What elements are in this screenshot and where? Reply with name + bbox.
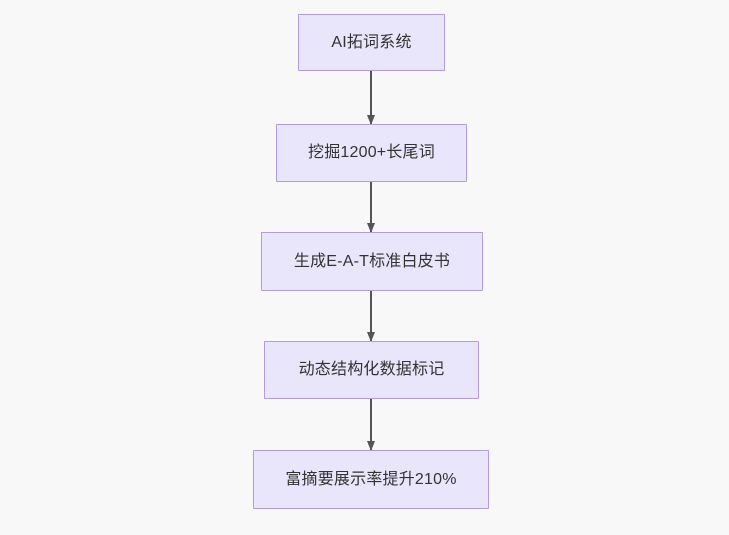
flowchart-node-rich-snippet-impression-lift[interactable]: 富摘要展示率提升210% (253, 450, 489, 509)
node-label: 动态结构化数据标记 (298, 361, 445, 379)
flowchart-node-ai-keyword-system[interactable]: AI拓词系统 (298, 14, 445, 71)
flowchart-node-generate-eat-whitepaper[interactable]: 生成E-A-T标准白皮书 (261, 232, 483, 291)
node-label: AI拓词系统 (331, 33, 412, 51)
flowchart-node-dynamic-structured-data-markup[interactable]: 动态结构化数据标记 (264, 341, 479, 399)
flowchart-node-mine-longtail-keywords[interactable]: 挖掘1200+长尾词 (276, 124, 467, 182)
node-label: 挖掘1200+长尾词 (308, 144, 435, 162)
node-label: 生成E-A-T标准白皮书 (293, 252, 451, 270)
node-label: 富摘要展示率提升210% (285, 470, 457, 488)
